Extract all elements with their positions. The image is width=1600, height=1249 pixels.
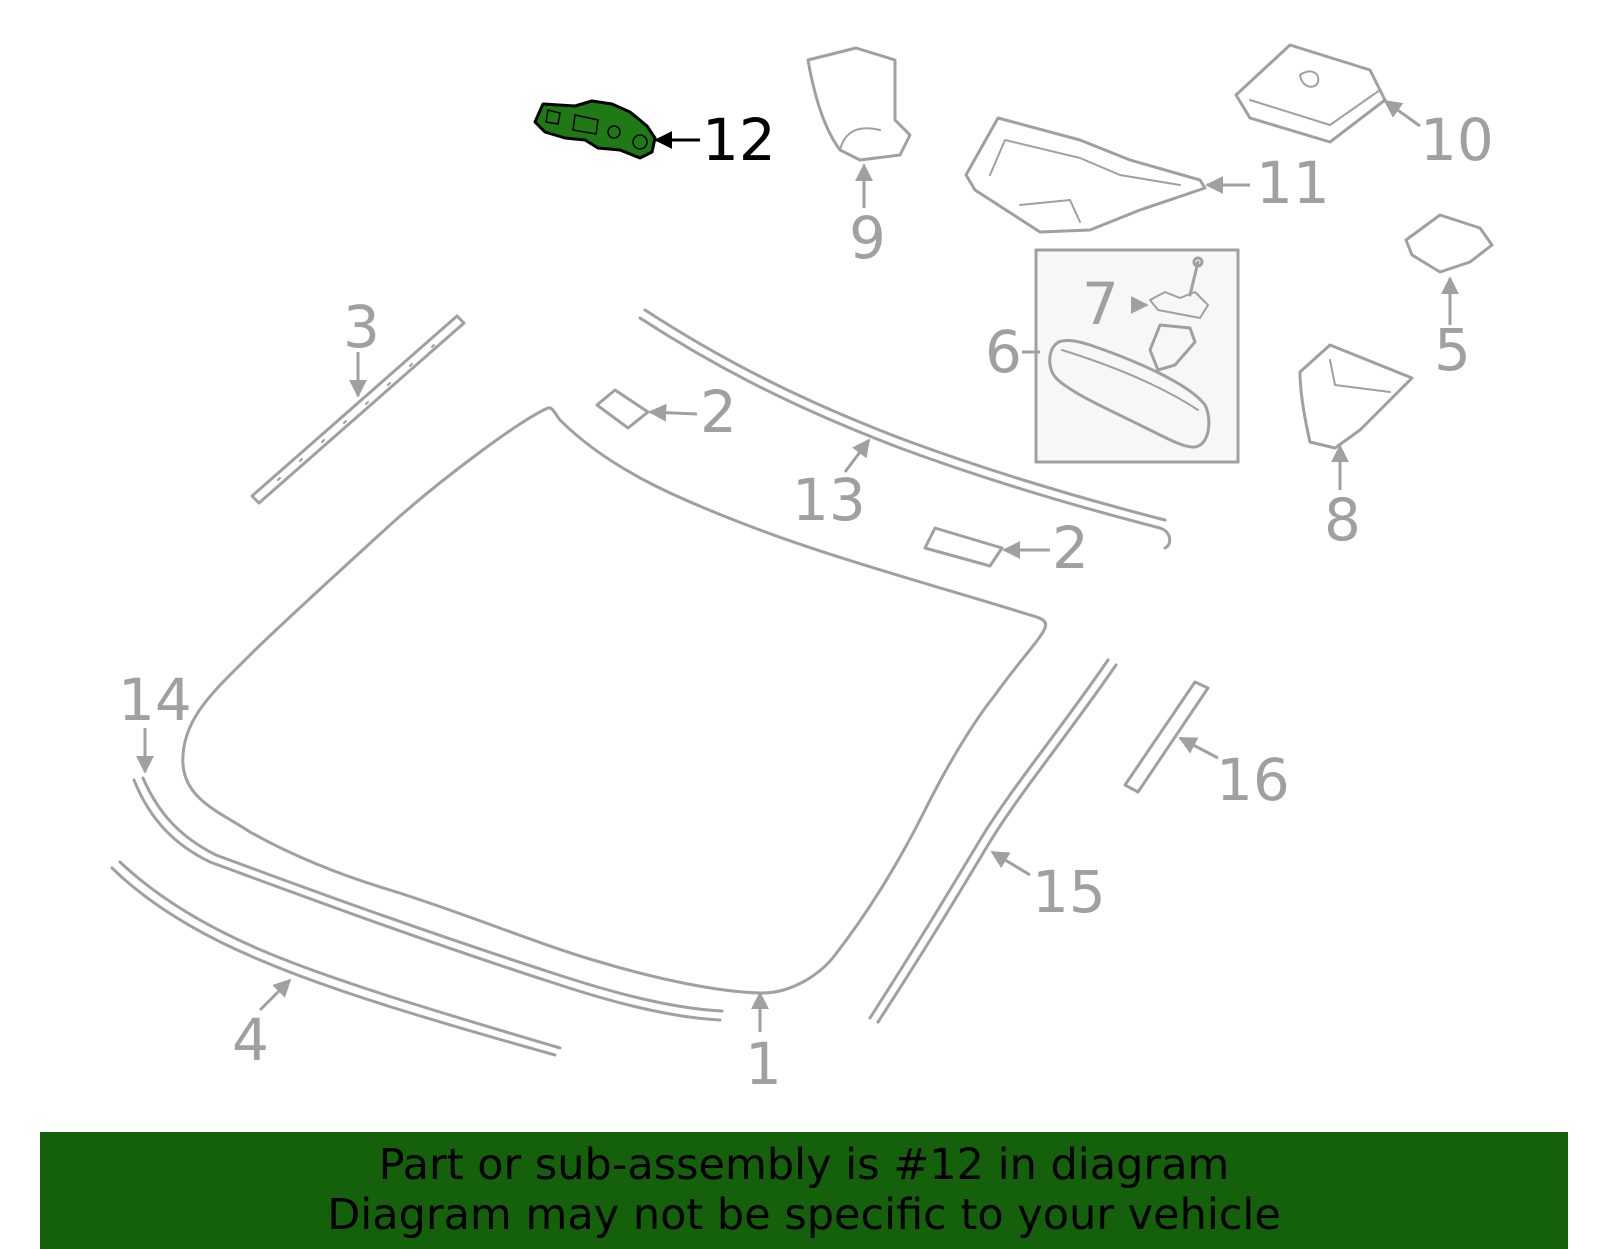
- leader-lines: [136, 99, 1459, 1032]
- cover-part-8: [1298, 343, 1414, 450]
- callout-6: 6: [985, 318, 1022, 386]
- callout-16: 16: [1216, 746, 1290, 814]
- banner-line-part-number: Part or sub-assembly is #12 in diagram: [378, 1140, 1230, 1190]
- info-banner: Part or sub-assembly is #12 in diagram D…: [40, 1132, 1568, 1249]
- callout-8: 8: [1324, 486, 1361, 554]
- callout-10: 10: [1420, 106, 1494, 174]
- molding-part-4: [110, 860, 562, 1057]
- callout-labels: 1 2 2 3 4 5 6 7 8 9 10 11 12 13 14 15 16: [118, 106, 1494, 1098]
- module-part-10: [1234, 43, 1387, 144]
- banner-line-disclaimer: Diagram may not be specific to your vehi…: [327, 1190, 1281, 1240]
- windshield-part-1: [181, 406, 1048, 995]
- callout-15: 15: [1032, 858, 1106, 926]
- molding-part-15: [868, 658, 1118, 1024]
- callout-2-upper: 2: [700, 378, 737, 446]
- callout-5: 5: [1434, 316, 1471, 384]
- sensor-part-12-highlighted: [533, 99, 657, 160]
- cover-part-9: [806, 46, 912, 162]
- callout-14: 14: [118, 666, 192, 734]
- parts-diagram: 1 2 2 3 4 5 6 7 8 9 10 11 12 13 14 15 16: [110, 43, 1494, 1098]
- callout-4: 4: [232, 1006, 269, 1074]
- molding-part-14: [132, 776, 724, 1022]
- trim-part-16: [1123, 680, 1210, 794]
- molding-part-13: [638, 308, 1172, 550]
- callout-9: 9: [849, 204, 886, 272]
- callout-7: 7: [1082, 270, 1119, 338]
- bracket-part-5: [1404, 213, 1494, 274]
- housing-part-11: [964, 116, 1207, 234]
- patch-part-2-lower: [923, 526, 1004, 568]
- callout-11: 11: [1256, 149, 1330, 217]
- callout-3: 3: [343, 293, 380, 361]
- mirror-part-6-box: [1034, 248, 1240, 464]
- callout-12: 12: [702, 106, 776, 174]
- callout-1: 1: [745, 1030, 782, 1098]
- patch-part-2-upper: [595, 388, 650, 430]
- callout-13: 13: [792, 466, 866, 534]
- strip-part-3: [250, 314, 466, 505]
- callout-2-lower: 2: [1052, 514, 1089, 582]
